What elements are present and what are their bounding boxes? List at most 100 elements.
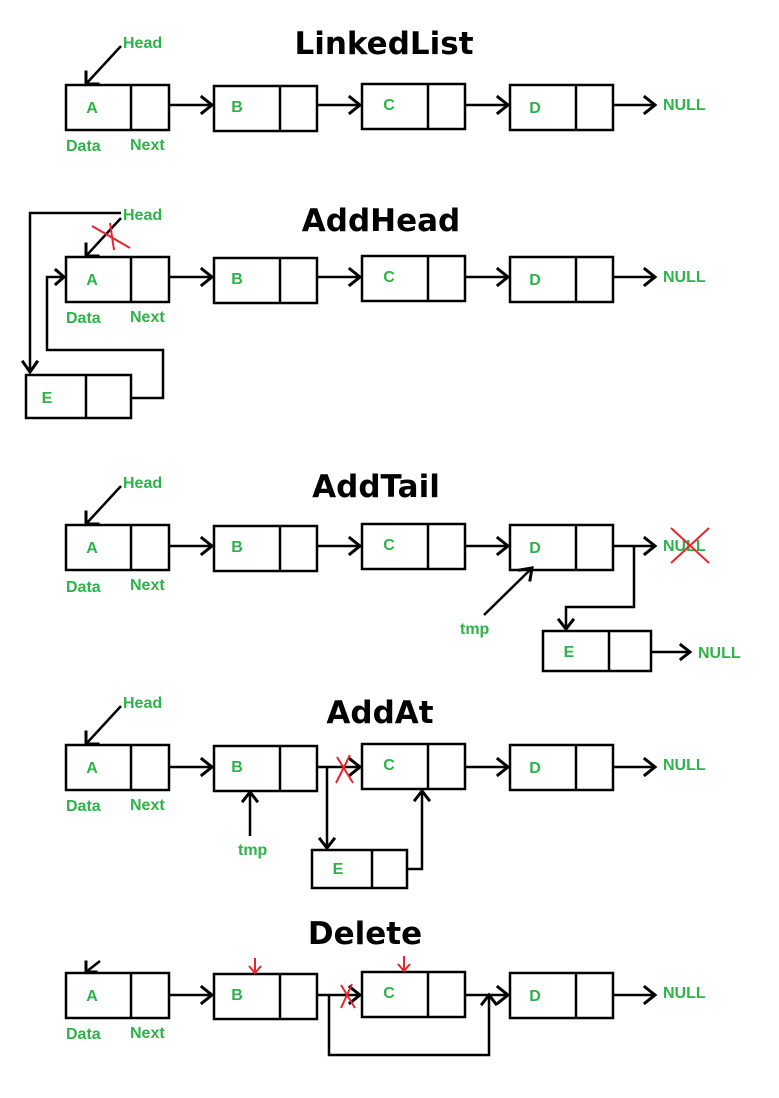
node-label: B bbox=[231, 271, 243, 288]
null-label: NULL bbox=[663, 269, 706, 286]
node-label: B bbox=[231, 99, 243, 116]
node-label: B bbox=[231, 759, 243, 776]
section-addhead: AddHead Head A B C D NULL bbox=[20, 203, 706, 420]
link-arrows bbox=[169, 756, 658, 778]
node-c: C bbox=[360, 82, 467, 131]
head-pointer-line bbox=[85, 217, 122, 257]
node-label: C bbox=[383, 537, 395, 554]
data-field-label: Data bbox=[66, 138, 101, 155]
node-a: A bbox=[64, 83, 171, 132]
node-d: D bbox=[508, 523, 615, 572]
node-c: C bbox=[360, 742, 467, 791]
node-label: A bbox=[86, 272, 98, 289]
node-b: B bbox=[212, 256, 319, 305]
link-arrows bbox=[169, 94, 658, 116]
section-addat: AddAt Head A B C D NULL Data Next bbox=[64, 695, 706, 890]
node-b: B bbox=[212, 84, 319, 133]
node-b: B bbox=[212, 972, 319, 1021]
arrow-head-icon bbox=[20, 359, 40, 375]
head-label: Head bbox=[123, 695, 162, 712]
node-label: A bbox=[86, 988, 98, 1005]
head-pointer-line bbox=[85, 485, 122, 525]
section-addtail: AddTail Head A B C D NULL Data Next bbox=[64, 469, 741, 673]
node-label: E bbox=[333, 861, 344, 878]
node-a: A bbox=[64, 523, 171, 572]
head-pointer-line bbox=[85, 45, 122, 85]
node-d: D bbox=[508, 743, 615, 792]
cross-mark-icon bbox=[335, 754, 354, 784]
data-field-label: Data bbox=[66, 310, 101, 327]
head-pointer-line bbox=[85, 705, 122, 745]
node-label: D bbox=[529, 760, 541, 777]
node-c: C bbox=[360, 970, 467, 1019]
node-e: E bbox=[310, 848, 409, 890]
node-label: C bbox=[383, 985, 395, 1002]
node-label: C bbox=[383, 97, 395, 114]
target-marker-icon bbox=[248, 956, 411, 975]
arrow-head-icon bbox=[518, 566, 534, 582]
tmp-pointer-line bbox=[483, 567, 533, 616]
node-label: D bbox=[529, 540, 541, 557]
new-node-link-line bbox=[407, 791, 424, 871]
node-b: B bbox=[212, 744, 319, 793]
next-field-label: Next bbox=[130, 797, 165, 814]
node-label: B bbox=[231, 987, 243, 1004]
link-arrows bbox=[169, 266, 658, 288]
cross-mark-icon bbox=[91, 222, 131, 251]
cross-mark-icon bbox=[340, 983, 356, 1009]
link-arrows bbox=[169, 984, 658, 1006]
node-e: E bbox=[24, 373, 133, 420]
section-title: AddTail bbox=[312, 469, 440, 505]
node-d: D bbox=[508, 971, 615, 1020]
data-field-label: Data bbox=[66, 798, 101, 815]
arrow-head-icon bbox=[479, 992, 499, 1007]
node-b: B bbox=[212, 524, 319, 573]
section-title: LinkedList bbox=[294, 26, 473, 62]
node-label: B bbox=[231, 539, 243, 556]
cross-mark-icon bbox=[670, 527, 710, 564]
node-label: A bbox=[86, 540, 98, 557]
section-linkedlist: LinkedList Head A B C D NULL Data bbox=[64, 26, 706, 155]
new-node-link-line bbox=[45, 275, 165, 400]
section-title: AddAt bbox=[326, 695, 433, 731]
node-d: D bbox=[508, 83, 615, 132]
node-label: D bbox=[529, 988, 541, 1005]
node-label: E bbox=[42, 390, 53, 407]
head-label: Head bbox=[123, 475, 162, 492]
node-a: A bbox=[64, 255, 171, 304]
section-title: AddHead bbox=[302, 203, 460, 239]
node-a: A bbox=[64, 971, 171, 1020]
arrow-head-icon bbox=[678, 642, 693, 662]
next-field-label: Next bbox=[130, 309, 165, 326]
arrow-head-icon bbox=[240, 789, 260, 804]
node-label: A bbox=[86, 100, 98, 117]
node-c: C bbox=[360, 254, 467, 303]
next-field-label: Next bbox=[130, 137, 165, 154]
node-a: A bbox=[64, 743, 171, 792]
node-label: C bbox=[383, 269, 395, 286]
node-label: C bbox=[383, 757, 395, 774]
data-field-label: Data bbox=[66, 579, 101, 596]
head-to-new-node-line bbox=[28, 211, 121, 372]
head-label: Head bbox=[123, 35, 162, 52]
node-e: E bbox=[541, 629, 653, 673]
head-pointer-line bbox=[85, 960, 101, 973]
null-label: NULL bbox=[663, 97, 706, 114]
tail-link-line bbox=[564, 546, 636, 629]
arrow-head-icon bbox=[412, 788, 432, 803]
null-label: NULL bbox=[663, 757, 706, 774]
arrow-head-icon bbox=[556, 617, 576, 632]
section-title: Delete bbox=[308, 916, 422, 952]
node-c: C bbox=[360, 522, 467, 571]
tmp-label: tmp bbox=[238, 842, 268, 859]
node-label: E bbox=[564, 644, 575, 661]
arrow-head-icon bbox=[317, 836, 337, 851]
node-label: A bbox=[86, 760, 98, 777]
node-label: D bbox=[529, 272, 541, 289]
arrow-head-icon bbox=[53, 267, 67, 287]
null-label: NULL bbox=[698, 645, 741, 662]
null-label: NULL bbox=[663, 985, 706, 1002]
bypass-link-line bbox=[327, 995, 491, 1057]
next-field-label: Next bbox=[130, 577, 165, 594]
data-field-label: Data bbox=[66, 1026, 101, 1043]
